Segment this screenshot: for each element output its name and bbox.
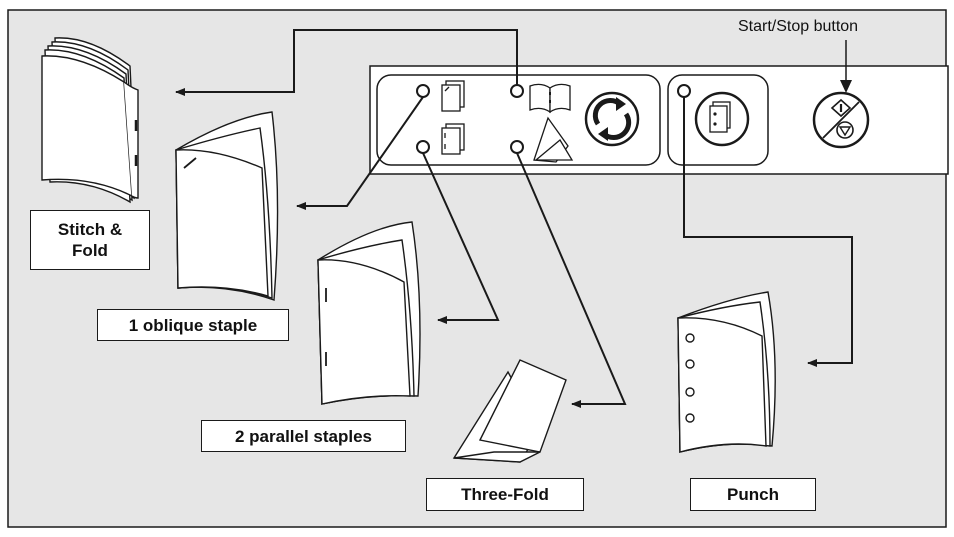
connector-three-fold	[516, 152, 627, 408]
start-stop-label: Start/Stop button	[738, 18, 859, 35]
single-staple-icon	[441, 80, 465, 112]
start-stop-icon	[812, 91, 870, 149]
start-stop-pointer-head	[840, 80, 852, 93]
punch-label: Punch	[690, 478, 816, 511]
led-punch	[677, 84, 691, 98]
cycle-arrows-icon	[584, 91, 640, 147]
oblique-staple-label: 1 oblique staple	[97, 309, 289, 341]
stitch-fold-label-line1: Stitch &	[57, 220, 123, 239]
three-fold-label: Three-Fold	[426, 478, 584, 511]
three-fold-leaflet-image	[452, 359, 567, 463]
connector-parallel	[422, 152, 500, 324]
connector-stitch-fold	[175, 29, 518, 96]
connector-punch	[683, 97, 853, 367]
stitch-fold-label-line2: Fold	[72, 241, 108, 260]
tri-fold-icon	[533, 116, 574, 163]
oblique-staple-booklet-image	[175, 111, 279, 301]
punch-booklet-image	[677, 291, 776, 453]
connector-lines	[175, 29, 853, 408]
parallel-staples-label: 2 parallel staples	[201, 420, 406, 452]
booklet-stitch-fold-icon	[529, 83, 571, 114]
stitch-fold-booklet-image	[41, 37, 139, 204]
led-stitch-fold	[510, 84, 524, 98]
stitch-fold-label: Stitch & Fold	[30, 210, 150, 270]
double-staple-icon	[441, 123, 465, 155]
led-parallel	[416, 140, 430, 154]
punch-holes-icon	[694, 91, 750, 147]
led-oblique	[416, 84, 430, 98]
connector-oblique	[296, 96, 424, 210]
parallel-staples-booklet-image	[317, 221, 421, 405]
led-three-fold	[510, 140, 524, 154]
